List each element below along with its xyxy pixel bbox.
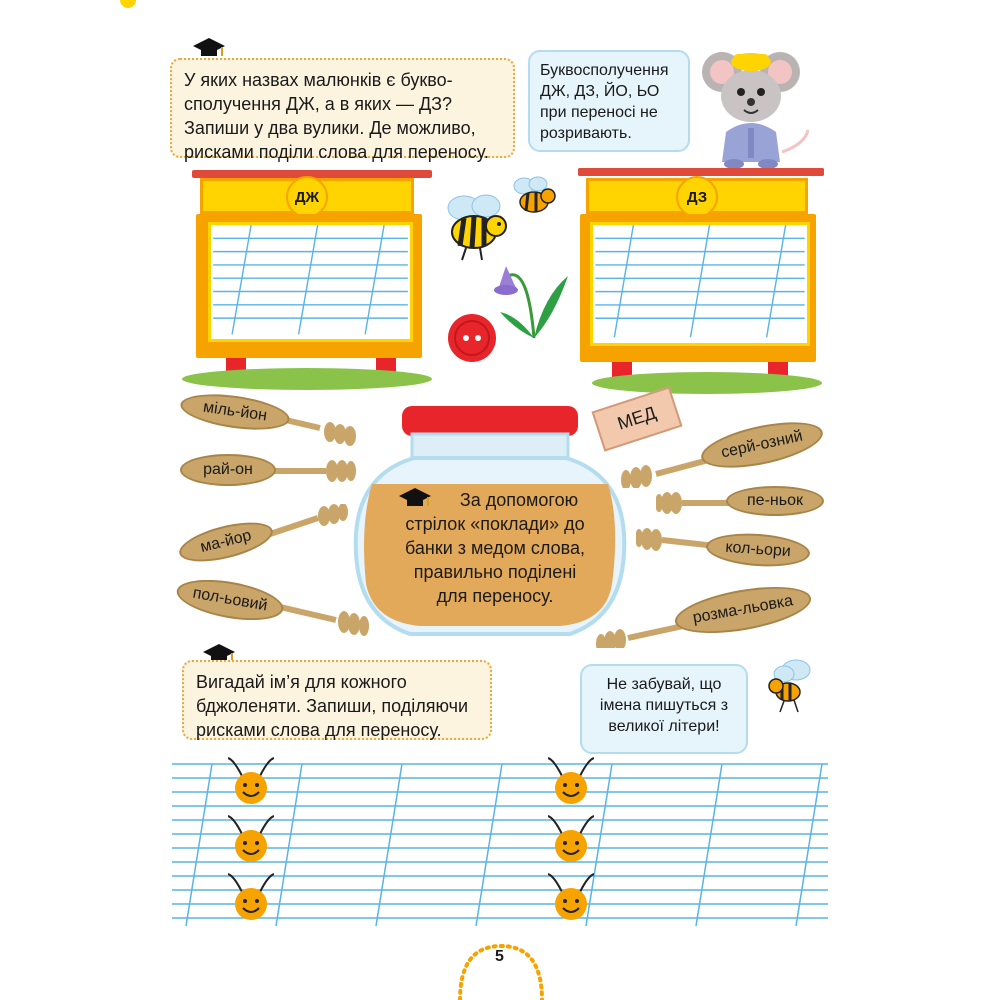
- corner-decoration: [120, 0, 136, 8]
- bee-face-icon: [548, 873, 594, 920]
- dipper-handle: [636, 528, 716, 551]
- task-2-text: Вигадай ім’я для кожного бджоленяти. Зап…: [196, 672, 468, 740]
- dipper-handle: [258, 504, 348, 541]
- bee-face-icon: [228, 873, 274, 920]
- honey-dipper-word[interactable]: пе-ньок: [656, 486, 824, 518]
- rule-bubble: Буквосполучення ДЖ, ДЗ, ЙО, ЬО при перен…: [528, 50, 690, 152]
- bee-face-icon: [228, 757, 274, 804]
- honey-dipper-word[interactable]: кол-ьори: [636, 528, 812, 570]
- bee-picture: [447, 194, 507, 261]
- graduation-cap-icon: [399, 488, 431, 506]
- hive-label: ДЖ: [286, 176, 328, 218]
- dipper-head: кол-ьори: [705, 530, 811, 570]
- task-2-instruction: Вигадай ім’я для кожного бджоленяти. Зап…: [182, 660, 492, 740]
- hive-dzh: ДЖ: [178, 170, 438, 390]
- jar-instruction-text: За допомогою стрілок «поклади» до банки …: [405, 490, 585, 606]
- page-number: 5: [495, 948, 504, 965]
- bee-face-icon: [548, 815, 594, 862]
- jar-instruction: За допомогою стрілок «поклади» до банки …: [400, 488, 590, 608]
- mouse-teacher-illustration: [702, 52, 810, 169]
- writing-lines-dz: [590, 222, 810, 346]
- writing-lines-dzh: [208, 222, 413, 342]
- dipper-head: рай-он: [180, 454, 276, 486]
- honey-dipper-word[interactable]: пол-ьовий: [173, 572, 372, 638]
- bee-face-icon: [228, 815, 274, 862]
- name-writing-lines: [172, 763, 828, 927]
- hive-roof: [578, 168, 824, 176]
- dipper-head: ма-йор: [175, 514, 277, 570]
- dipper-handle: [656, 492, 736, 514]
- dipper-handle: [276, 603, 369, 636]
- dipper-head: розма-льовка: [671, 578, 815, 642]
- rule-bubble-text: Буквосполучення ДЖ, ДЗ, ЙО, ЬО при перен…: [540, 62, 669, 142]
- graduation-cap-icon: [193, 38, 225, 56]
- reminder-bubble-text: Не забувай, що імена пишуться з великої …: [599, 676, 729, 735]
- honey-dipper-word[interactable]: розма-льовка: [592, 578, 820, 648]
- dipper-handle: [621, 455, 716, 488]
- page-number-arc: [458, 943, 544, 1000]
- dipper-head: пе-ньок: [726, 486, 824, 516]
- hive-grass: [182, 368, 432, 390]
- task-1-instruction: У яких назвах малюнків є букво-сполученн…: [170, 58, 515, 162]
- hive-roof: [192, 170, 432, 178]
- reminder-bubble: Не забувай, що імена пишуться з великої …: [580, 664, 748, 754]
- dipper-head: пол-ьовий: [173, 572, 287, 628]
- bee-face-icon: [548, 757, 594, 804]
- honey-dipper-word[interactable]: ма-йор: [175, 504, 348, 570]
- honey-dipper-word[interactable]: рай-он: [180, 454, 356, 486]
- hive-grass: [592, 372, 822, 394]
- flying-bee-icon: [768, 659, 811, 713]
- small-bee-picture: [513, 176, 556, 213]
- honey-dipper-word[interactable]: серй-озний: [616, 413, 827, 488]
- hive-label: ДЗ: [676, 176, 718, 218]
- button-picture: [448, 314, 496, 362]
- task-1-text: У яких назвах малюнків є букво-сполученн…: [184, 70, 489, 162]
- bellflower-picture: [494, 266, 568, 339]
- honey-dipper-word[interactable]: міль-йон: [178, 388, 360, 446]
- dipper-head: серй-озний: [697, 413, 827, 477]
- hive-dz: ДЗ: [572, 168, 832, 394]
- dipper-handle: [266, 460, 356, 482]
